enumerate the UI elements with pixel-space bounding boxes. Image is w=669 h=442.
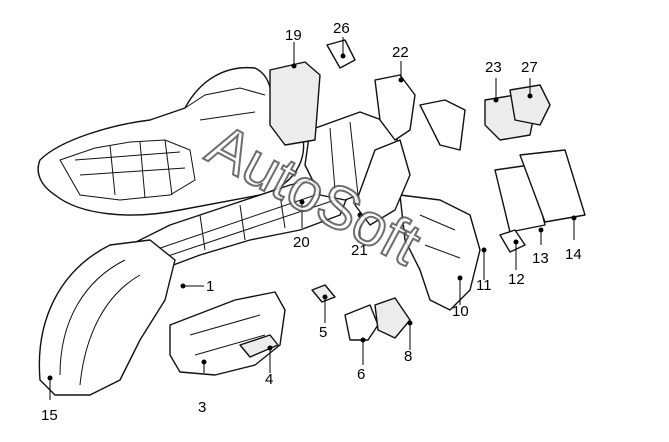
backrest-pad-part	[269, 61, 321, 146]
rear-fender-part	[38, 239, 176, 396]
callout-11: 11	[476, 277, 492, 294]
callout-1: 1	[206, 278, 214, 295]
emblem-part	[239, 334, 279, 358]
callout-27: 27	[521, 59, 538, 76]
callout-12: 12	[508, 271, 525, 288]
leader-lines	[47, 37, 577, 400]
cap-part	[499, 229, 526, 253]
callout-19: 19	[285, 27, 302, 44]
callout-4: 4	[265, 371, 273, 388]
callout-3: 3	[198, 399, 206, 416]
callout-14: 14	[565, 246, 582, 263]
callout-23: 23	[485, 59, 502, 76]
callout-6: 6	[357, 366, 365, 383]
bolt-part	[311, 284, 336, 303]
lamp-small-part	[509, 84, 551, 126]
callout-8: 8	[404, 348, 412, 365]
callout-21: 21	[351, 242, 368, 259]
bracket-part	[354, 139, 411, 226]
handle-bracket-part	[374, 74, 466, 151]
callout-10: 10	[452, 303, 469, 320]
side-cover-part	[169, 291, 286, 376]
turn-signal-part	[344, 304, 379, 341]
callout-22: 22	[392, 44, 409, 61]
callout-20: 20	[293, 234, 310, 251]
callout-13: 13	[532, 250, 549, 267]
callout-15: 15	[41, 407, 58, 424]
clip-part	[326, 39, 356, 69]
reflector-part	[374, 297, 411, 339]
callout-5: 5	[319, 324, 327, 341]
panel-14-part	[519, 149, 586, 223]
callout-26: 26	[333, 20, 350, 37]
